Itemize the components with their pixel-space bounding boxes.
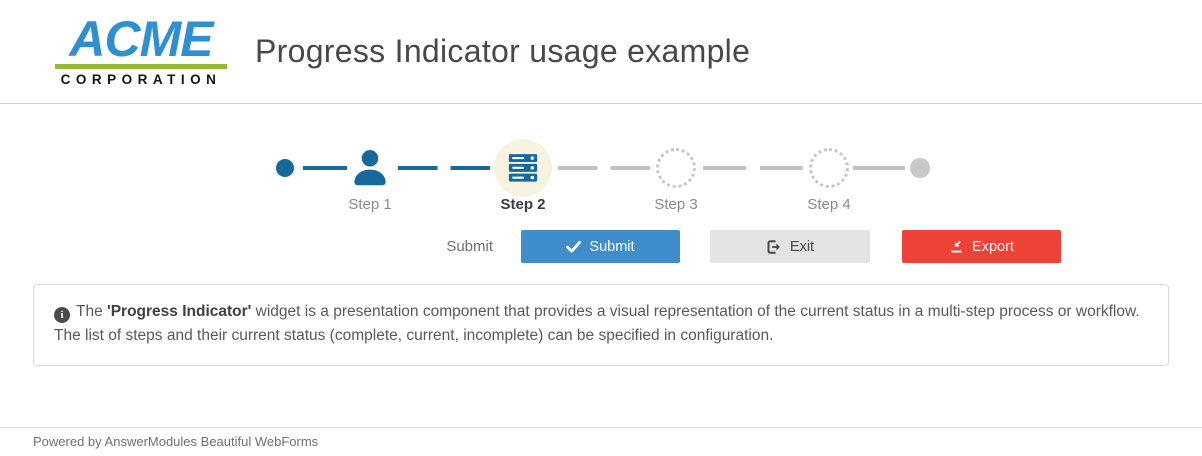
step-label-3: Step 3 <box>654 196 698 213</box>
acme-logo-text: ACME <box>69 10 213 67</box>
info-icon <box>54 307 70 323</box>
submit-button-label: Submit <box>589 238 635 255</box>
footer: Powered by AnswerModules Beautiful WebFo… <box>0 427 1202 449</box>
submit-field-label: Submit <box>446 238 493 255</box>
connector-incomplete <box>703 166 803 170</box>
connector-complete <box>303 166 347 170</box>
connector-incomplete <box>558 166 650 170</box>
export-button-label: Export <box>972 238 1014 255</box>
header: ACME CORPORATION Progress Indicator usag… <box>0 0 1202 104</box>
export-button[interactable]: Export <box>902 230 1061 263</box>
user-icon <box>354 150 386 186</box>
dotted-circle-icon <box>656 148 696 188</box>
info-text-body: widget is a presentation component that … <box>54 303 1140 344</box>
connector-incomplete <box>853 166 905 170</box>
info-text-highlight: 'Progress Indicator' <box>107 303 252 320</box>
acme-logo-underline <box>55 64 227 70</box>
connector-complete <box>398 166 490 170</box>
sign-out-icon <box>767 239 780 254</box>
acme-logo-subtext: CORPORATION <box>60 72 222 88</box>
step-label-1: Step 1 <box>348 196 392 213</box>
dotted-circle-icon <box>809 148 849 188</box>
progress-end-dot <box>910 158 930 178</box>
info-text-prefix: The <box>76 303 108 320</box>
step-label-4: Step 4 <box>807 196 851 213</box>
submit-button[interactable]: Submit <box>521 230 680 263</box>
step-label-2: Step 2 <box>500 196 546 213</box>
footer-text: Powered by AnswerModules Beautiful WebFo… <box>33 434 319 449</box>
current-step-halo <box>494 139 552 197</box>
server-icon <box>508 154 538 182</box>
progress-start-dot <box>276 159 294 177</box>
page-title: Progress Indicator usage example <box>255 33 751 69</box>
check-icon <box>566 240 582 253</box>
exit-button[interactable]: Exit <box>710 230 870 263</box>
exit-button-label: Exit <box>789 238 815 255</box>
info-box: The 'Progress Indicator' widget is a pre… <box>33 284 1169 366</box>
export-icon <box>951 240 962 253</box>
acme-logo: ACME CORPORATION <box>55 10 227 88</box>
